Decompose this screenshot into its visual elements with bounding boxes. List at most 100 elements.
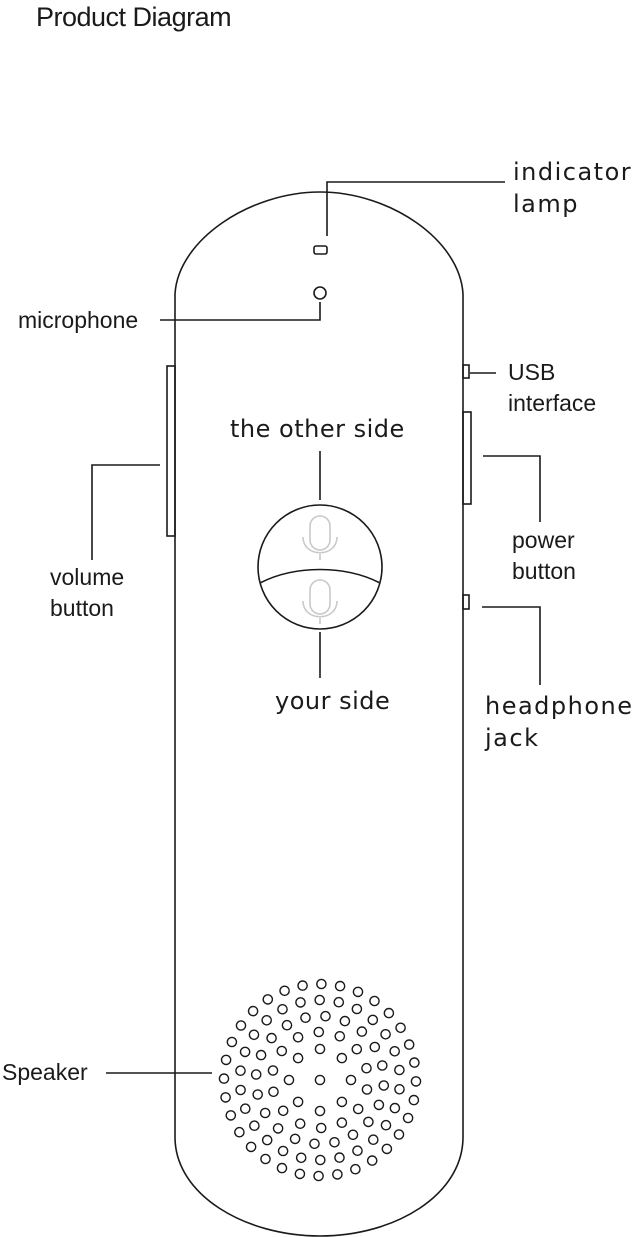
- speaker-hole: [218, 1073, 230, 1084]
- speaker-hole: [352, 1103, 364, 1115]
- speaker-hole: [314, 1154, 326, 1166]
- speaker-hole: [402, 1112, 414, 1124]
- speaker-hole: [226, 1036, 238, 1048]
- speaker-hole: [376, 1060, 388, 1071]
- speaker-hole: [339, 1015, 351, 1027]
- speaker-hole: [378, 1080, 390, 1091]
- speaker-hole: [295, 997, 306, 1008]
- speaker-hole: [234, 1126, 245, 1138]
- speaker-hole: [292, 1096, 304, 1108]
- speaker-hole: [366, 1155, 378, 1166]
- speaker-hole: [329, 1137, 340, 1148]
- speaker-hole: [381, 1143, 393, 1155]
- leader-line-indicator-lamp: [326, 181, 505, 236]
- speaker-hole: [314, 994, 326, 1006]
- speaker-hole: [260, 1153, 271, 1165]
- speaker-hole: [367, 1134, 379, 1145]
- speaker-hole: [333, 996, 345, 1008]
- device-body-outline: [174, 191, 464, 1237]
- speaker-hole: [383, 1007, 395, 1019]
- speaker-hole: [292, 1032, 304, 1043]
- speaker-hole: [267, 1065, 279, 1076]
- speaker-hole: [289, 1133, 301, 1145]
- speaker-hole: [266, 1032, 277, 1044]
- speaker-hole: [403, 1039, 415, 1050]
- speaker-hole: [259, 1107, 271, 1119]
- speaker-hole: [250, 1069, 262, 1080]
- label-your-side: your side: [275, 687, 391, 715]
- speaker-hole: [239, 1046, 251, 1058]
- speaker-hole: [295, 1152, 307, 1164]
- speaker-hole: [225, 1110, 237, 1121]
- speaker-hole: [367, 1014, 379, 1026]
- leader-line-power: [483, 455, 541, 522]
- speaker-hole: [220, 1092, 231, 1103]
- label-the-other-side: the other side: [230, 415, 405, 443]
- microphone-hole-icon: [313, 286, 327, 300]
- leader-line-volume: [91, 464, 160, 560]
- speaker-hole: [350, 1163, 361, 1175]
- speaker-hole: [408, 1094, 420, 1106]
- speaker-hole: [247, 1005, 259, 1017]
- speaker-hole: [276, 1162, 288, 1174]
- speaker-hole: [352, 1145, 363, 1156]
- speaker-hole: [239, 1103, 251, 1114]
- speaker-hole: [320, 1010, 331, 1022]
- speaker-grille-icon: [218, 978, 422, 1182]
- speaker-hole: [235, 1084, 246, 1096]
- power-button-shape: [462, 411, 472, 505]
- label-microphone: microphone: [18, 307, 139, 333]
- speaker-hole: [356, 1026, 368, 1037]
- speaker-hole: [276, 1045, 288, 1057]
- speaker-hole: [389, 1102, 401, 1114]
- speaker-hole: [409, 1057, 420, 1068]
- speaker-hole: [255, 1049, 267, 1061]
- speaker-hole: [294, 1118, 306, 1129]
- speaker-hole: [313, 1170, 324, 1182]
- speaker-hole: [313, 1026, 325, 1038]
- speaker-hole: [315, 1122, 327, 1134]
- speaker-hole: [245, 1141, 257, 1153]
- volume-button-shape: [166, 365, 176, 537]
- speaker-hole: [252, 1089, 264, 1100]
- leader-line-microphone: [160, 302, 321, 321]
- speaker-hole: [336, 1117, 348, 1128]
- speaker-hole: [334, 1152, 345, 1163]
- speaker-hole: [394, 1064, 405, 1076]
- speaker-hole: [336, 1096, 348, 1108]
- speaker-hole: [351, 1003, 363, 1015]
- speaker-hole: [351, 1043, 363, 1055]
- speaker-hole: [334, 980, 346, 992]
- speaker-hole: [410, 1076, 422, 1087]
- speaker-hole: [336, 1052, 348, 1064]
- label-speaker: Speaker: [2, 1059, 88, 1085]
- speaker-hole: [352, 986, 364, 998]
- speaker-hole: [373, 1099, 385, 1111]
- speaker-hole: [347, 1129, 359, 1141]
- speaker-hole: [281, 1019, 293, 1031]
- speaker-hole: [361, 1062, 372, 1074]
- speaker-hole: [220, 1054, 232, 1066]
- diagram-title: Product Diagram: [36, 2, 232, 32]
- speaker-hole: [332, 1169, 343, 1180]
- speaker-hole: [262, 994, 274, 1005]
- speaker-hole: [294, 1168, 306, 1180]
- speaker-hole: [314, 1074, 326, 1086]
- speaker-hole: [277, 1004, 288, 1015]
- speaker-hole: [345, 1074, 357, 1086]
- speaker-hole: [314, 1043, 326, 1055]
- usb-port-shape: [462, 364, 470, 379]
- speaker-hole: [235, 1020, 247, 1031]
- speaker-hole: [380, 1119, 392, 1131]
- speaker-hole: [235, 1065, 246, 1076]
- speaker-hole: [249, 1120, 260, 1131]
- speaker-hole: [292, 1052, 304, 1064]
- indicator-lamp-icon: [313, 245, 328, 255]
- speaker-hole: [283, 1074, 295, 1086]
- speaker-hole: [261, 1134, 273, 1146]
